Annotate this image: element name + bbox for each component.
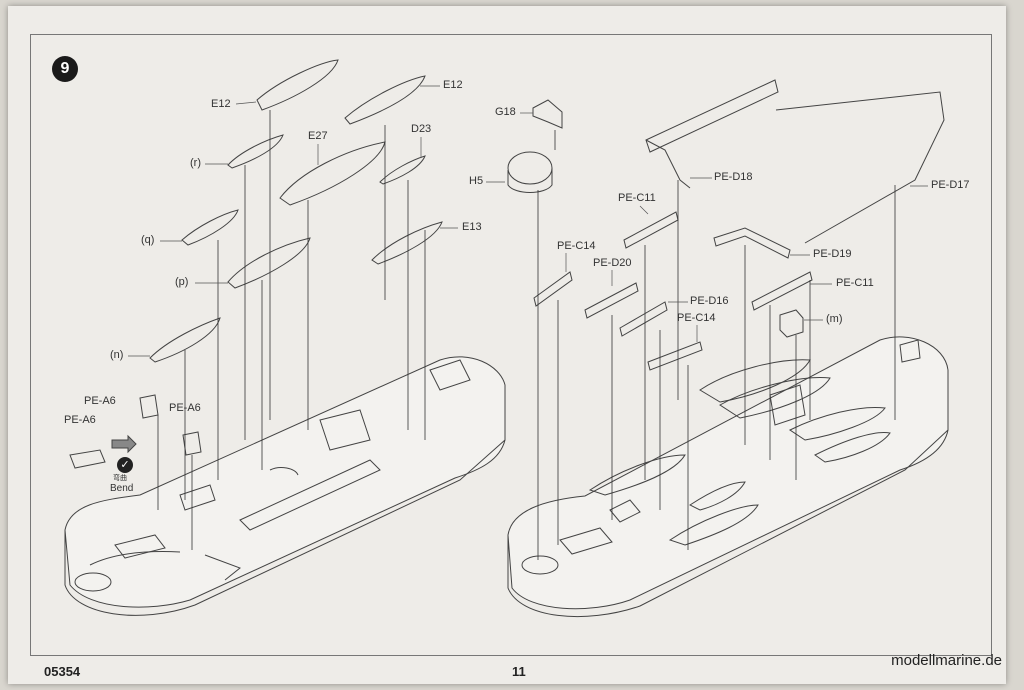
label-pe-a6-2: PE-A6 (169, 402, 201, 414)
label-pe-c14-a: PE-C14 (557, 240, 596, 252)
label-pe-d18: PE-D18 (714, 171, 753, 183)
check-circle-icon: ✓ (117, 457, 133, 473)
label-e13: E13 (462, 221, 482, 233)
label-q: (q) (141, 234, 155, 246)
label-g18: G18 (495, 106, 516, 118)
right-hull (507, 336, 949, 618)
label-m: (m) (826, 313, 843, 325)
step-frame (30, 34, 992, 656)
label-e12-b: E12 (443, 79, 463, 91)
label-r: (r) (190, 157, 201, 169)
label-pe-d19: PE-D19 (813, 248, 852, 260)
label-leaders (128, 85, 928, 357)
label-pe-a6-1: PE-A6 (84, 395, 116, 407)
label-pe-c11-b: PE-C11 (836, 277, 874, 289)
left-hull (64, 356, 506, 616)
right-parts (507, 79, 945, 371)
label-pe-d16: PE-D16 (690, 295, 729, 307)
step-number-badge: 9 (52, 56, 78, 82)
bend-label: Bend (110, 483, 134, 494)
label-pe-c11-a: PE-C11 (618, 192, 656, 204)
label-d23: D23 (411, 123, 432, 135)
label-pe-d20: PE-D20 (593, 257, 632, 269)
label-h5: H5 (469, 175, 484, 187)
product-code: 05354 (44, 664, 81, 679)
guide-lines (157, 110, 896, 560)
label-pe-a6-3: PE-A6 (64, 414, 96, 426)
label-e12-a: E12 (211, 98, 231, 110)
label-p: (p) (175, 276, 189, 288)
page-number: 11 (512, 664, 526, 679)
label-pe-c14-b: PE-C14 (677, 312, 716, 324)
watermark: modellmarine.de (891, 652, 1002, 669)
label-n: (n) (110, 349, 124, 361)
label-pe-d17: PE-D17 (931, 179, 970, 191)
label-e27: E27 (308, 130, 328, 142)
bend-cjk-label: 弯曲 (113, 475, 127, 482)
